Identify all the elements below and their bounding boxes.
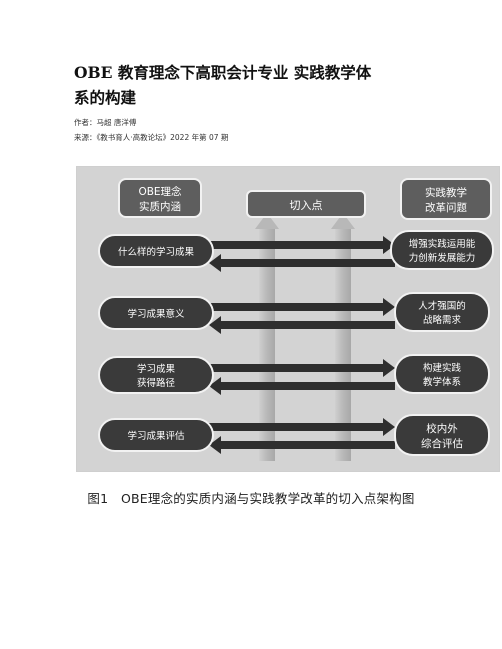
right-box-3: 构建实践 教学体系 <box>394 354 490 394</box>
row-4-arrow-left <box>209 436 395 454</box>
right-box-2-line-1: 人才强国的 <box>418 300 466 312</box>
left-box-2-label: 学习成果意义 <box>127 308 185 320</box>
left-box-4: 学习成果评估 <box>98 418 214 452</box>
header-left-box: OBE理念 实质内涵 <box>118 178 202 218</box>
vertical-column-left-arrowhead <box>255 213 279 229</box>
authors: 马超 唐洋傅 <box>96 118 137 127</box>
article-title-line-2: 系的构建 <box>74 88 137 107</box>
row-3-arrows <box>209 359 395 395</box>
row-3-arrow-right <box>209 359 395 377</box>
row-2-arrow-right <box>209 298 395 316</box>
left-box-4-label: 学习成果评估 <box>127 430 185 442</box>
authors-label: 作者： <box>74 118 97 127</box>
diagram-svg: OBE理念 实质内涵 切入点 实践教学 改革问题 <box>98 178 494 461</box>
right-box-2: 人才强国的 战略需求 <box>394 292 490 332</box>
right-box-1-line-2: 力创新发展能力 <box>409 252 476 264</box>
row-1-arrow-left <box>209 254 395 272</box>
left-box-2: 学习成果意义 <box>98 296 214 330</box>
authors-line: 作者：马超 唐洋傅 <box>74 118 136 128</box>
header-right-line-1: 实践教学 <box>425 186 467 199</box>
vertical-column-right-arrowhead <box>331 213 355 229</box>
right-box-3-line-1: 构建实践 <box>423 362 462 374</box>
right-box-3-line-2: 教学体系 <box>423 376 461 388</box>
left-box-3: 学习成果 获得路径 <box>98 356 214 394</box>
left-boxes: 什么样的学习成果 学习成果意义 学习成果 获得路径 学习成果评估 <box>98 234 214 452</box>
figure-diagram: OBE理念 实质内涵 切入点 实践教学 改革问题 <box>76 166 500 472</box>
row-1-arrow-right <box>209 236 395 254</box>
source-line: 来源：《教书育人·高教论坛》2022 年第 07 期 <box>74 133 228 143</box>
header-center-box: 切入点 <box>246 190 366 218</box>
vertical-column-right <box>335 229 351 461</box>
header-left-line-2: 实质内涵 <box>139 200 181 213</box>
article-title: OBE 教育理念下高职会计专业 实践教学体 系的构建 <box>74 60 434 110</box>
right-box-4-line-1: 校内外 <box>426 422 458 435</box>
left-box-3-line-1: 学习成果 <box>137 363 176 375</box>
right-box-4: 校内外 综合评估 <box>394 414 490 456</box>
source-label: 来源： <box>74 133 97 142</box>
right-box-2-line-2: 战略需求 <box>423 314 462 326</box>
row-1-arrows <box>209 236 395 272</box>
left-box-3-line-2: 获得路径 <box>137 377 176 389</box>
row-arrows <box>209 236 395 454</box>
left-box-1: 什么样的学习成果 <box>98 234 214 268</box>
header-right-line-2: 改革问题 <box>425 201 467 214</box>
left-box-1-label: 什么样的学习成果 <box>118 246 195 258</box>
vertical-column-left <box>259 229 275 461</box>
right-box-1-line-1: 增强实践运用能 <box>409 238 476 250</box>
source: 《教书育人·高教论坛》2022 年第 07 期 <box>96 133 229 142</box>
row-3-arrow-left <box>209 377 395 395</box>
right-box-4-line-2: 综合评估 <box>421 437 463 450</box>
header-left-line-1: OBE理念 <box>138 185 182 198</box>
header-right-box: 实践教学 改革问题 <box>400 178 492 220</box>
row-4-arrow-right <box>209 418 395 436</box>
row-2-arrow-left <box>209 316 395 334</box>
right-boxes: 增强实践运用能 力创新发展能力 人才强国的 战略需求 构建实践 教学体系 校内外… <box>390 230 494 456</box>
figure-caption: 图1 OBE理念的实质内涵与实践教学改革的切入点架构图 <box>87 491 415 506</box>
article-title-line-1: OBE 教育理念下高职会计专业 实践教学体 <box>74 63 372 82</box>
row-2-arrows <box>209 298 395 334</box>
right-box-1: 增强实践运用能 力创新发展能力 <box>390 230 494 270</box>
header-center-label: 切入点 <box>290 199 323 212</box>
row-4-arrows <box>209 418 395 454</box>
vertical-columns <box>255 213 355 461</box>
